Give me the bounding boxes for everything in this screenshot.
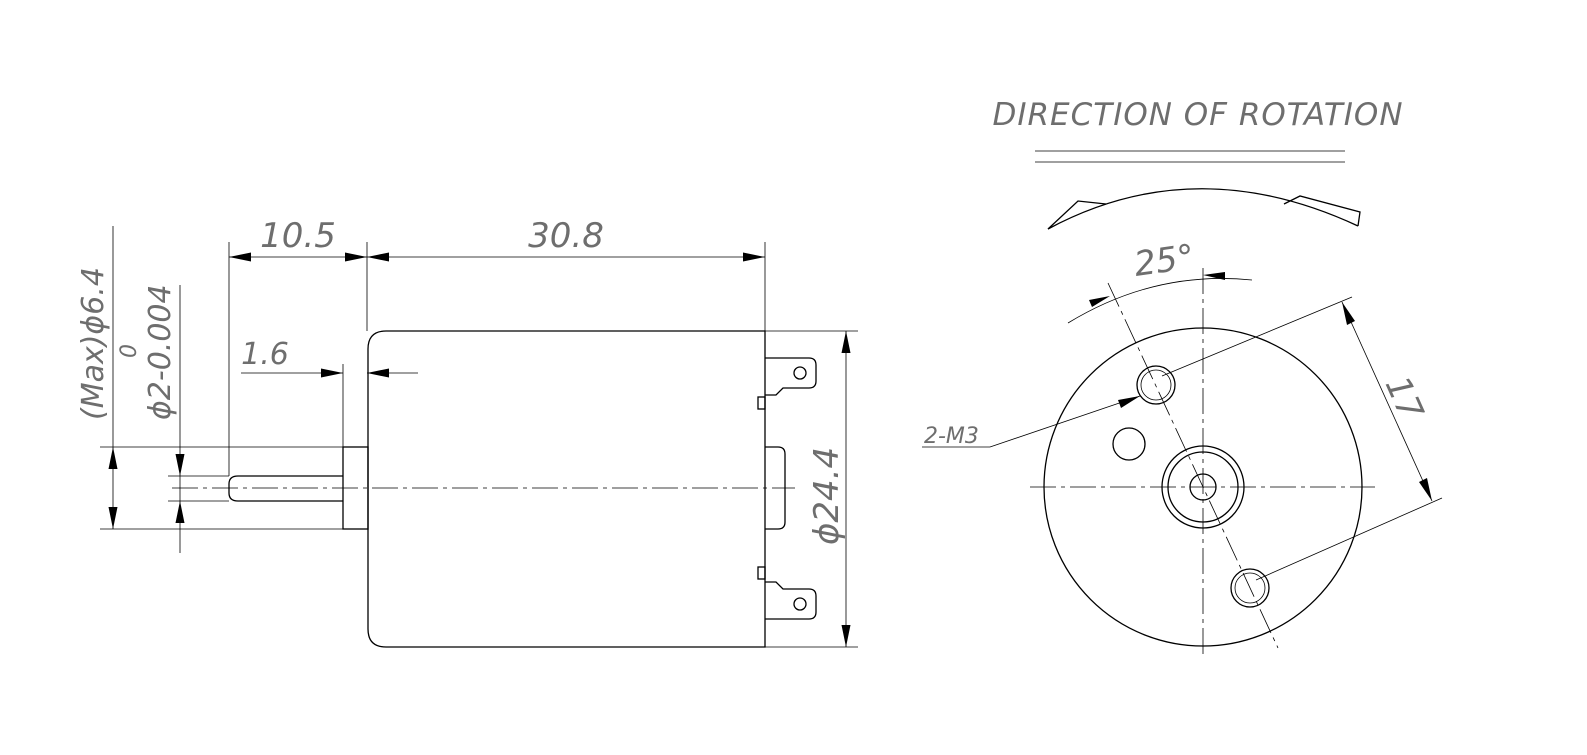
rotation-arrow-icon — [1047, 188, 1361, 230]
dim-30-8-label: 30.8 — [528, 216, 604, 256]
mount-hole-lower — [1230, 568, 1270, 608]
dim-1-6-label: 1.6 — [241, 337, 289, 372]
dim-shaft-tolerance-upper: 0 — [117, 344, 142, 358]
extension-lines — [100, 242, 858, 648]
dim-hole-spacing-label: 17 — [1377, 370, 1431, 426]
dim-angle: 25° — [1067, 237, 1253, 324]
side-view: 10.5 30.8 1.6 (Max)ϕ6.4 — [76, 216, 858, 648]
dim-shaft-diameter: ϕ2-0.004 0 — [117, 284, 185, 553]
dim-boss-diameter: (Max)ϕ6.4 — [76, 226, 118, 529]
terminal-top — [765, 357, 817, 396]
rear-tab-bottom — [757, 566, 766, 580]
dim-shaft-diameter-label: ϕ2-0.004 — [143, 284, 178, 420]
bearing-inner-ring — [1167, 451, 1239, 523]
dim-10-5-label: 10.5 — [260, 216, 336, 256]
vent-hole — [1112, 427, 1146, 461]
front-view: DIRECTION OF ROTATION — [922, 97, 1443, 658]
dim-angle-label: 25° — [1132, 237, 1197, 285]
mount-holes-label: 2-M3 — [924, 424, 979, 449]
hole-axis-line — [1107, 282, 1279, 649]
direction-of-rotation-title: DIRECTION OF ROTATION — [992, 97, 1403, 133]
mount-holes-callout: 2-M3 — [922, 395, 1141, 449]
terminal-bottom — [765, 581, 817, 620]
motor-body-outline — [367, 330, 766, 648]
dim-shaft-length: 10.5 — [229, 216, 367, 262]
dim-body-length: 30.8 — [367, 216, 765, 262]
dim-body-diameter: ϕ24.4 — [807, 331, 851, 647]
mount-hole-upper — [1136, 365, 1176, 405]
dim-body-diameter-label: ϕ24.4 — [807, 447, 847, 545]
dim-hole-spacing: 17 — [1161, 296, 1443, 581]
dim-boss-length: 1.6 — [241, 337, 418, 378]
dim-boss-diameter-label: (Max)ϕ6.4 — [76, 267, 111, 420]
shaft — [228, 475, 343, 502]
rear-tab-top — [757, 396, 766, 410]
bearing-outer-ring — [1161, 445, 1245, 529]
shaft-end — [1189, 473, 1217, 501]
